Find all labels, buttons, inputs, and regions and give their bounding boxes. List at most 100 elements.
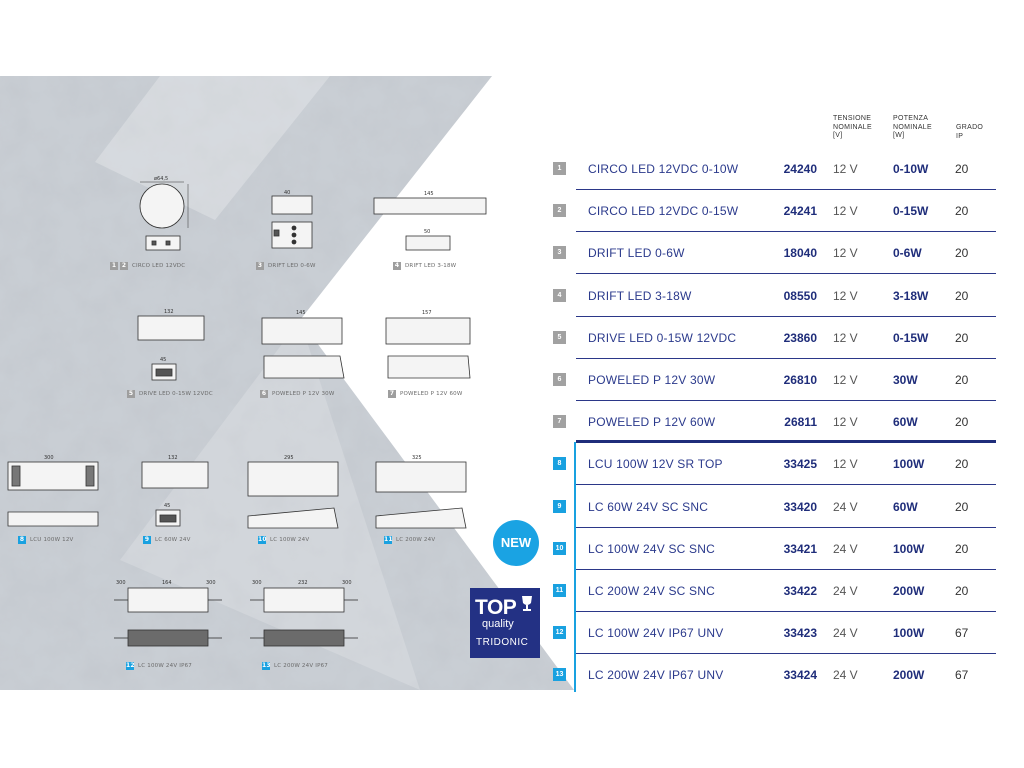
ip-rating: 20 (955, 499, 969, 514)
nominal-power: 0-15W (893, 204, 929, 219)
drawing-poweled-60w: 157 (382, 306, 474, 386)
new-products-rail (574, 442, 576, 692)
row-index-badge: 11 (553, 584, 566, 597)
product-name: LC 200W 24V IP67 UNV (588, 668, 724, 683)
product-code: 33425 (783, 457, 817, 472)
row-index-badge: 12 (553, 626, 566, 640)
drawing-circo-led: ø64,5 (138, 176, 208, 256)
product-code: 33422 (783, 584, 817, 598)
svg-text:145: 145 (424, 191, 434, 197)
svg-text:157: 157 (422, 310, 432, 316)
svg-text:45: 45 (164, 503, 170, 509)
nominal-power: 100W (893, 457, 925, 472)
svg-text:50: 50 (424, 229, 430, 235)
row-index-badge: 9 (553, 499, 566, 513)
product-code: 33420 (783, 499, 817, 514)
ip-rating: 20 (955, 204, 969, 219)
svg-text:300: 300 (44, 455, 54, 461)
row-separator (576, 484, 996, 486)
drawing-lc-60w: 132 45 (136, 452, 216, 532)
nominal-voltage: 24 V (833, 584, 858, 598)
row-index-badge: 4 (553, 288, 566, 302)
row-separator (576, 189, 996, 190)
product-name: DRIFT LED 0-6W (588, 246, 685, 261)
drawing-drift-3-18w: 145 50 (372, 188, 490, 258)
drawing-drift-0-6w: 40 (268, 188, 318, 258)
ip-rating: 20 (955, 330, 969, 345)
row-separator (576, 400, 996, 401)
section-divider (576, 440, 996, 443)
nominal-voltage: 12 V (833, 246, 858, 261)
drawing-lc-200w: 325 (372, 452, 472, 532)
product-code: 18040 (783, 246, 817, 261)
ip-rating: 20 (955, 457, 969, 472)
svg-text:164: 164 (162, 580, 172, 586)
nominal-voltage: 12 V (833, 204, 858, 219)
product-code: 33421 (783, 541, 817, 556)
drawing-lcu-100w: 300 (4, 452, 104, 532)
product-name: LC 200W 24V SC SNC (588, 584, 715, 598)
nominal-voltage: 12 V (833, 373, 858, 387)
svg-text:295: 295 (284, 455, 294, 461)
product-code: 33423 (783, 626, 817, 641)
nominal-power: 60W (893, 415, 918, 430)
svg-text:132: 132 (164, 309, 174, 315)
nominal-power: 0-15W (893, 330, 929, 345)
nominal-voltage: 12 V (833, 288, 858, 303)
svg-text:132: 132 (168, 455, 178, 461)
nominal-voltage: 24 V (833, 668, 858, 683)
ip-rating: 67 (955, 626, 969, 641)
product-name: LC 60W 24V SC SNC (588, 499, 709, 514)
row-separator (576, 357, 996, 359)
row-index-badge: 7 (553, 415, 566, 429)
svg-text:45: 45 (160, 357, 166, 363)
row-index-badge: 3 (553, 246, 566, 260)
nominal-voltage: 12 V (833, 457, 858, 472)
row-separator (576, 611, 996, 612)
nominal-power: 0-10W (893, 162, 929, 176)
nominal-voltage: 24 V (833, 541, 858, 556)
nominal-voltage: 12 V (833, 330, 858, 345)
ip-rating: 20 (955, 246, 969, 261)
ip-rating: 20 (955, 415, 969, 430)
product-name: LC 100W 24V SC SNC (588, 541, 715, 556)
product-name: POWELED P 12V 60W (588, 415, 716, 430)
product-code: 33424 (783, 668, 817, 683)
nominal-voltage: 24 V (833, 626, 858, 641)
svg-text:300: 300 (206, 580, 216, 586)
product-name: DRIFT LED 3-18W (588, 288, 692, 303)
product-name: POWELED P 12V 30W (588, 373, 716, 387)
row-index-badge: 6 (553, 373, 566, 386)
ip-rating: 20 (955, 288, 969, 303)
svg-text:40: 40 (284, 190, 290, 196)
nominal-power: 200W (893, 584, 925, 598)
nominal-power: 3-18W (893, 288, 929, 303)
ip-rating: 20 (955, 162, 969, 176)
product-name: CIRCO LED 12VDC 0-10W (588, 162, 739, 176)
product-name: LC 100W 24V IP67 UNV (588, 626, 724, 641)
nominal-voltage: 24 V (833, 499, 858, 514)
row-separator (576, 526, 996, 528)
row-index-badge: 2 (553, 204, 566, 218)
trophy-icon (522, 596, 532, 611)
product-code: 24240 (783, 162, 817, 176)
product-code: 26810 (783, 373, 817, 387)
nominal-power: 100W (893, 626, 925, 641)
